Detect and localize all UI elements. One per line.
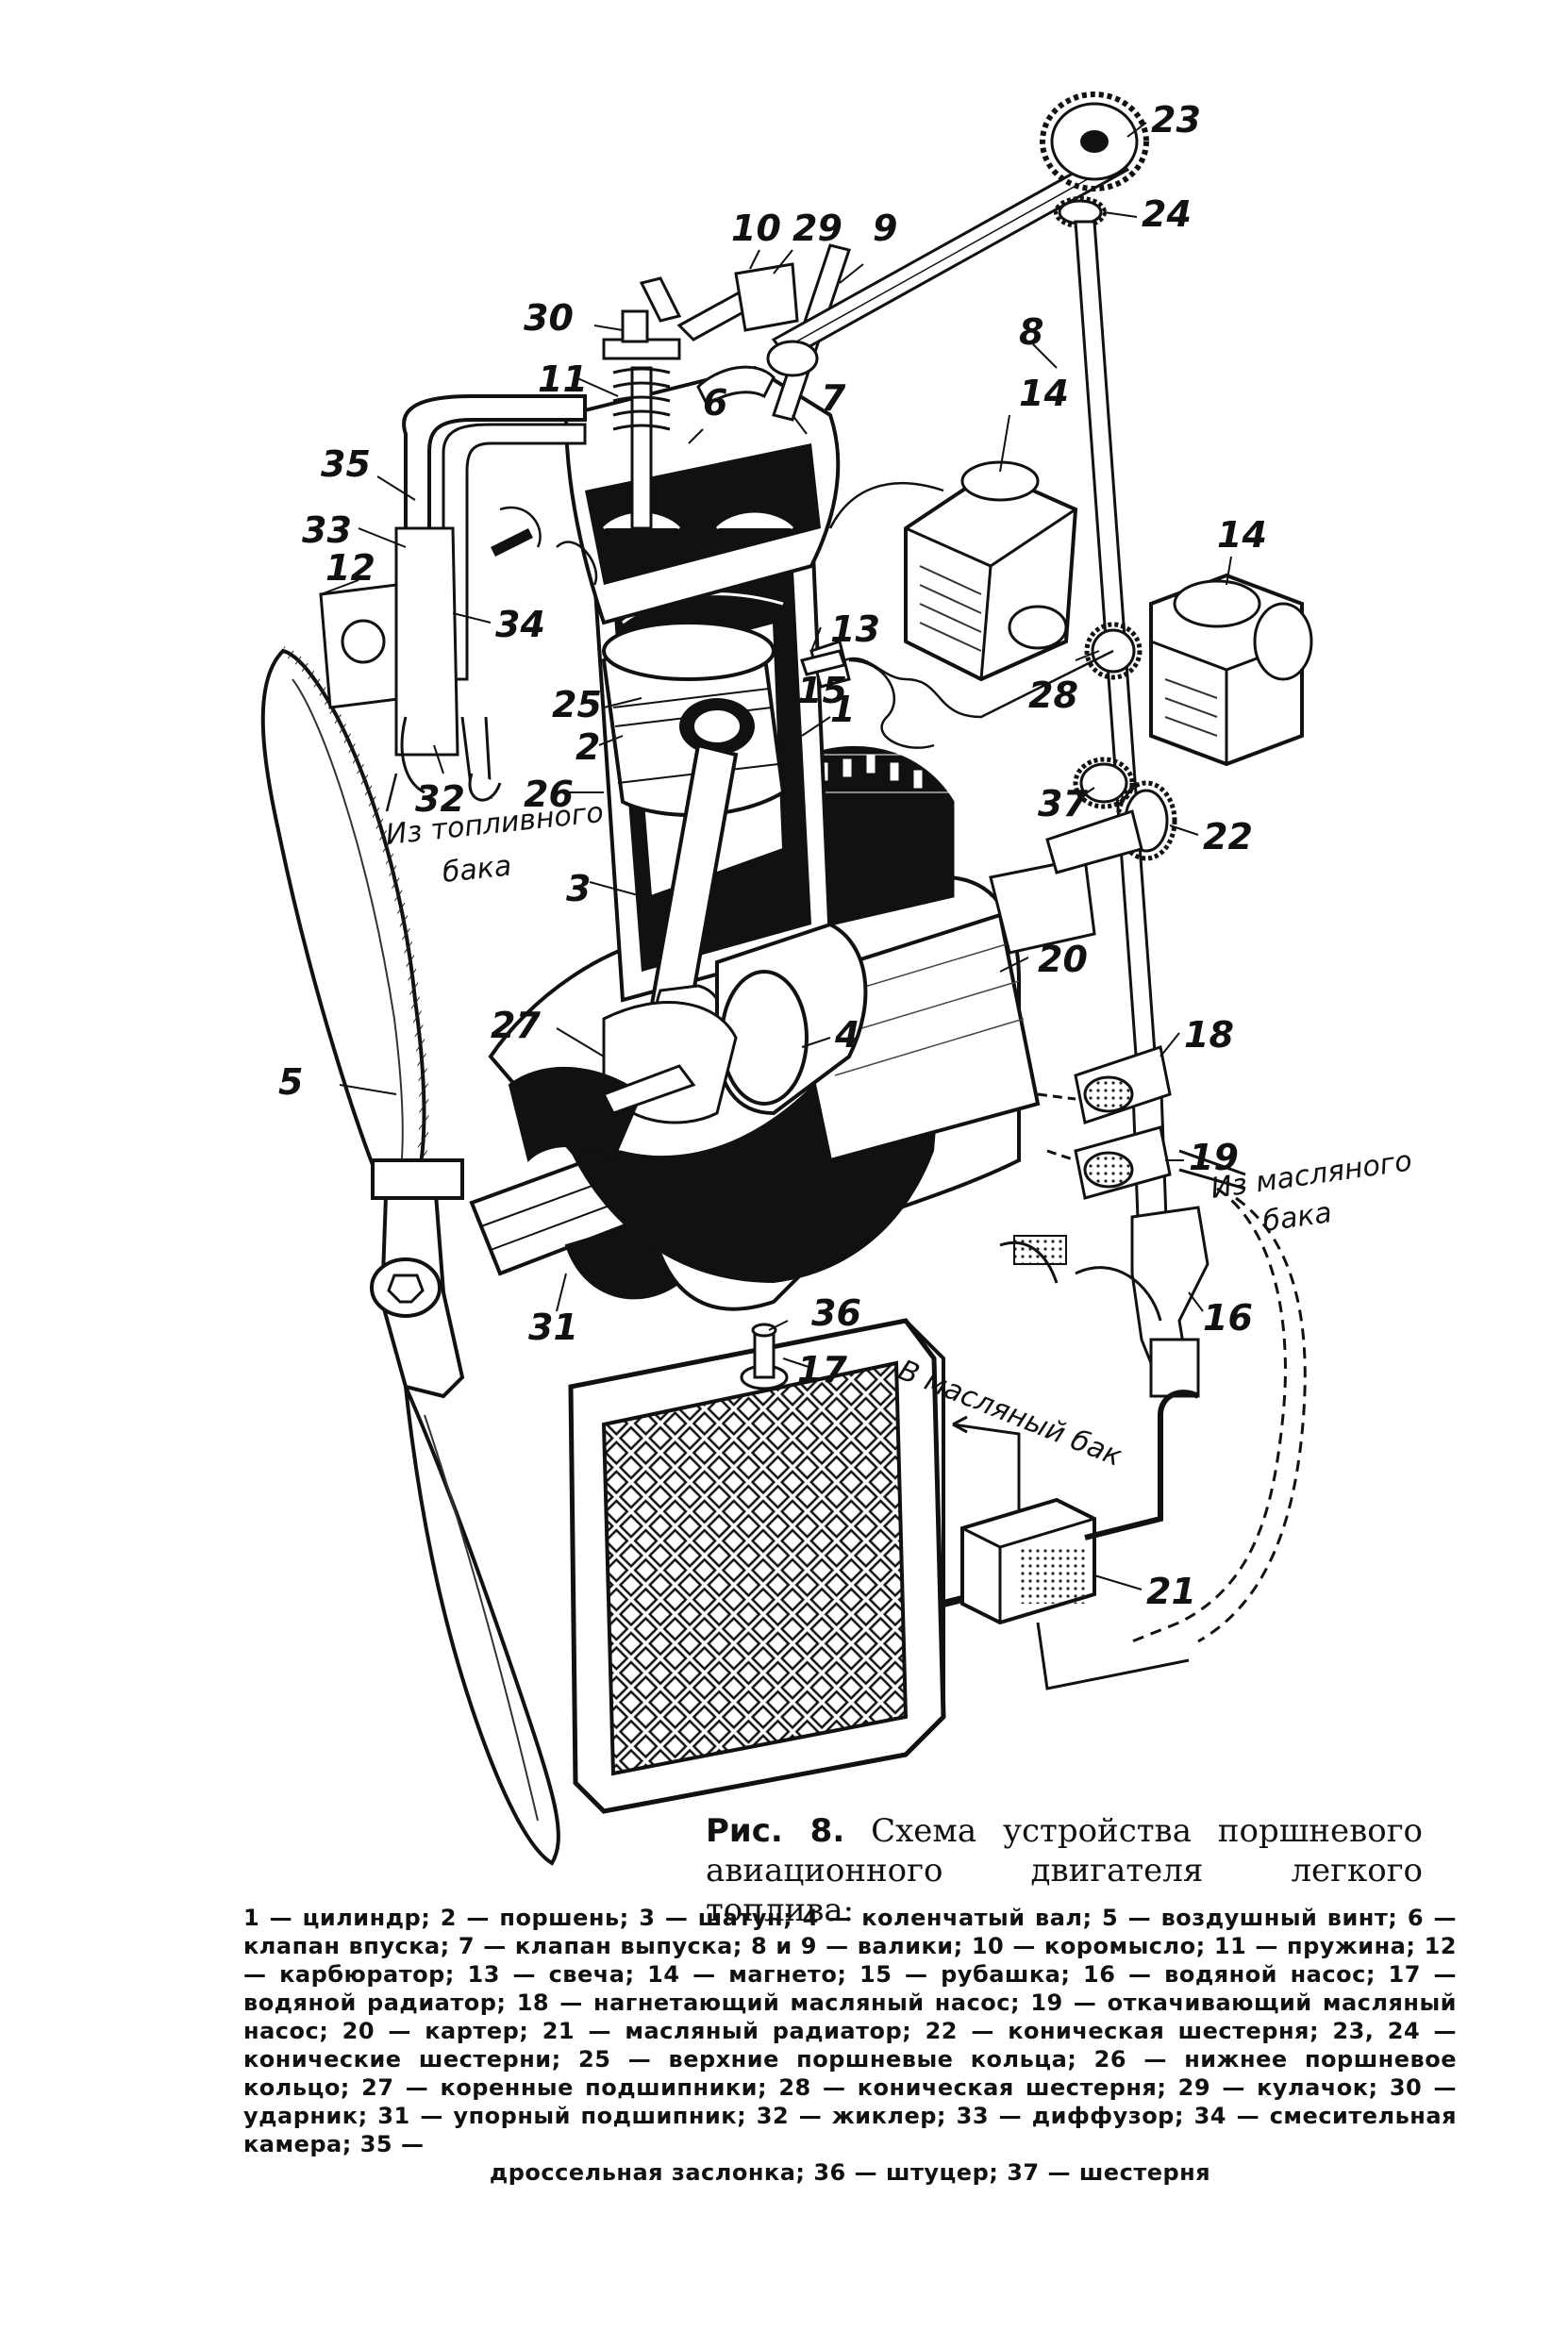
oil-pump-19 [1074,1125,1172,1200]
callout-20: 20 [1038,939,1088,980]
callout-19: 19 [1189,1137,1239,1178]
leader-lines [320,122,1232,1590]
callout-21: 21 [1146,1571,1196,1612]
callout-7: 7 [821,377,846,419]
callout-5: 5 [278,1061,303,1103]
caption-legend-last: дроссельная заслонка; 36 — штуцер; 37 — … [489,2159,1211,2186]
callout-2: 2 [575,726,600,768]
callout-30: 30 [524,297,574,339]
valve-gear [639,149,1130,408]
callout-4: 4 [834,1014,859,1056]
gear-22 [1045,780,1177,874]
callout-12: 12 [325,547,375,589]
callout-29: 29 [792,208,842,249]
callout-25: 25 [552,684,602,725]
magneto-right [1149,573,1313,767]
callout-27: 27 [491,1005,541,1046]
callout-28: 28 [1028,674,1078,716]
carburetor [319,394,598,812]
callout-15: 15 [797,670,847,711]
callout-18: 18 [1184,1014,1234,1056]
note-from-fuel-tank-2: бака [441,849,513,889]
callout-8: 8 [1019,311,1043,353]
callout-13: 13 [830,608,880,650]
callout-14b: 14 [1217,514,1267,556]
callout-33: 33 [302,509,352,551]
callout-34: 34 [495,604,545,645]
callout-37: 37 [1038,783,1088,824]
caption-label: Рис. 8. [706,1812,845,1850]
propeller [260,646,560,1866]
caption-title: Рис. 8. Схема устройства поршневого авиа… [706,1811,1423,1930]
spark-plug [800,649,1114,719]
water-pump [999,1206,1209,1398]
callout-10: 10 [731,208,781,249]
oil-lines [1037,1092,1307,1643]
callout-17: 17 [797,1349,847,1390]
caption-legend-text: 1 — цилиндр; 2 — поршень; 3 — шатун; 4 —… [243,1905,1457,2157]
gear-37 [1073,757,1135,809]
callouts: 23 24 9 29 10 30 11 6 7 8 14 14 35 33 12… [278,99,1267,1612]
note-from-oil-tank-1: Из масляного [1209,1144,1414,1206]
piston [601,621,786,1047]
caption-legend: 1 — цилиндр; 2 — поршень; 3 — шатун; 4 —… [243,1904,1457,2187]
callout-31: 31 [528,1307,578,1348]
callout-24: 24 [1142,193,1192,235]
callout-11: 11 [538,358,588,400]
magneto-left [828,460,1078,682]
callout-9: 9 [873,208,897,249]
callout-3: 3 [566,868,591,909]
callout-22: 22 [1203,816,1253,857]
water-radiator [568,1318,946,1814]
callout-35: 35 [321,443,371,485]
callout-14a: 14 [1019,373,1069,414]
oil-radiator [942,1390,1200,1690]
note-from-oil-tank-2: бака [1260,1196,1334,1239]
callout-23: 23 [1151,99,1201,141]
callout-6: 6 [703,382,727,424]
bevel-gears-top [1040,92,1149,228]
callout-32: 32 [415,778,465,820]
callout-26: 26 [524,774,574,815]
callout-16: 16 [1203,1297,1253,1339]
caption-title-text: Схема устройства поршневого авиационного… [706,1812,1423,1929]
oil-pump-18 [1074,1045,1172,1124]
main-bearings [508,1064,696,1162]
callout-1: 1 [830,689,855,730]
callout-36: 36 [811,1292,861,1334]
